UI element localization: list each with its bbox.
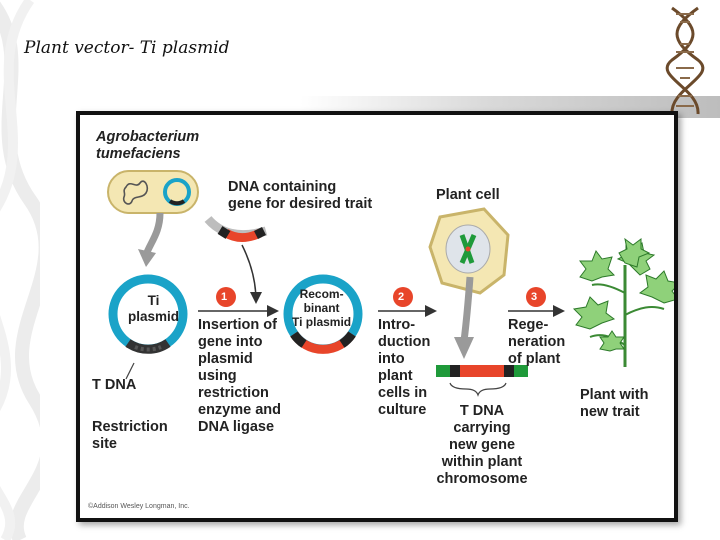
step3-circle	[526, 287, 546, 307]
ti-plasmid-label: Ti plasmid	[128, 293, 180, 324]
step3-text: Rege- neration of plant	[508, 317, 566, 367]
copyright-text: ©Addison Wesley Longman, Inc.	[88, 503, 190, 510]
tdna-label: T DNA	[92, 377, 137, 393]
figure-artwork	[107, 170, 674, 397]
arrow-bacterium-to-plasmid	[142, 212, 164, 257]
dna-fragment	[204, 215, 268, 242]
background-dna-decoration	[0, 0, 40, 540]
figure-frame: Agrobacterium tumefaciens DNA containing…	[76, 111, 678, 522]
plant-result-label: Plant with new trait	[580, 387, 649, 420]
plant-cell	[428, 207, 510, 295]
step3-number: 3	[531, 291, 538, 303]
step2-text: Intro- duction into plant cells in cultu…	[378, 317, 431, 418]
dna-helix-icon	[665, 6, 705, 115]
plant-chromosome	[436, 365, 528, 377]
step1-circle	[216, 287, 236, 307]
bacterium-cell	[107, 170, 199, 214]
organism-label: Agrobacterium tumefaciens	[96, 129, 200, 162]
plant-cell-label: Plant cell	[436, 187, 500, 203]
regenerated-plant	[572, 237, 674, 367]
arrow-cell-to-chromosome	[460, 276, 474, 342]
step1-number: 1	[221, 291, 228, 303]
restriction-site-label: Restriction site	[92, 419, 168, 452]
step2-number: 2	[398, 291, 405, 303]
recombinant-plasmid-ring	[283, 274, 363, 354]
dna-trait-label: DNA containing gene for desired trait	[228, 179, 373, 212]
arrow-fragment-to-insertion	[241, 244, 262, 304]
tdna-chromosome-label: T DNA carrying new gene within plant chr…	[436, 403, 528, 487]
step1-text: Insertion of gene into plasmid using res…	[198, 317, 281, 435]
slide-title: Plant vector- Ti plasmid	[24, 38, 230, 58]
recombinant-plasmid-label: Recom- binant Ti plasmid	[292, 287, 352, 329]
step2-circle	[393, 287, 413, 307]
ti-plasmid-ring	[108, 274, 188, 354]
